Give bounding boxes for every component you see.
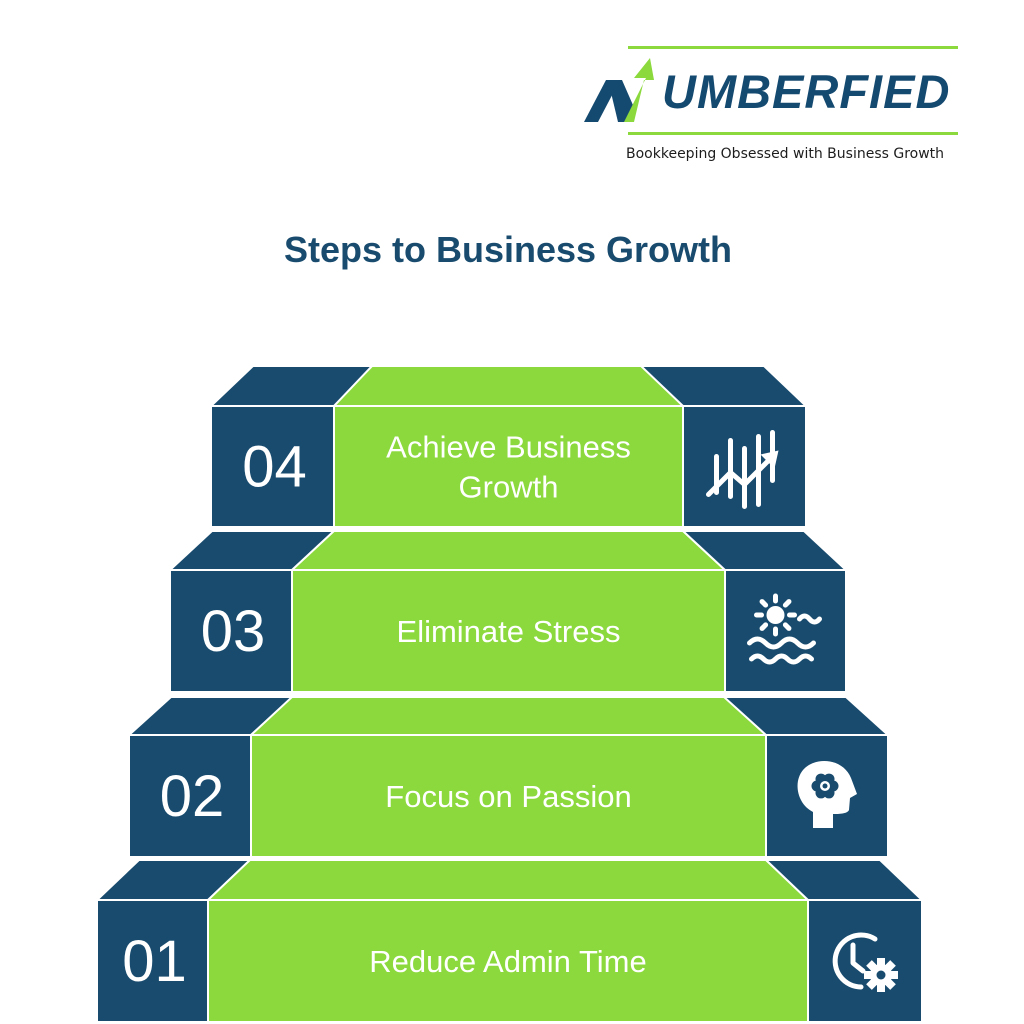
step-number: 04 xyxy=(242,435,307,500)
step-01: 01 Reduce Admin Time xyxy=(94,859,925,1023)
step-shape xyxy=(766,606,785,624)
step-center-tread xyxy=(205,859,811,901)
step-center-tread xyxy=(248,696,769,736)
step-shape xyxy=(782,622,792,631)
head-flower-icon xyxy=(797,760,857,828)
step-shape xyxy=(747,636,816,650)
step-shape xyxy=(759,599,769,608)
step-label-block xyxy=(333,405,684,528)
logo-n-arrow-icon xyxy=(584,58,654,122)
logo-tagline: Bookkeeping Obsessed with Business Growt… xyxy=(626,146,945,162)
step-number: 03 xyxy=(201,599,266,664)
growth-chart-icon xyxy=(706,430,779,509)
logo-top-rule xyxy=(628,46,958,49)
step-label: Achieve Business xyxy=(386,430,631,465)
step-icon-block xyxy=(807,899,923,1023)
step-shape xyxy=(782,599,792,608)
step-label-block xyxy=(291,569,726,693)
step-shape xyxy=(832,932,878,990)
step-number: 02 xyxy=(160,764,225,829)
step-shape xyxy=(706,456,773,497)
step-number-block xyxy=(169,569,293,693)
step-shape xyxy=(759,622,769,631)
step-shape xyxy=(797,613,822,625)
brand-logo: UMBERFIED Bookkeeping Obsessed with Busi… xyxy=(576,40,966,170)
step-label: Focus on Passion xyxy=(385,779,631,814)
step-shape xyxy=(850,942,866,974)
page-title: Steps to Business Growth xyxy=(283,229,733,270)
step-shape xyxy=(876,970,886,980)
step-label-block xyxy=(250,734,767,858)
step-label: Eliminate Stress xyxy=(397,614,621,649)
step-label: Growth xyxy=(459,470,559,505)
step-shape xyxy=(877,983,885,992)
logo-wordmark: UMBERFIED xyxy=(662,65,951,118)
clock-gear-icon xyxy=(832,932,898,992)
sun-waves-icon xyxy=(747,593,822,665)
step-label: Reduce Admin Time xyxy=(369,944,646,979)
step-shape xyxy=(822,783,828,789)
logo-bottom-rule xyxy=(628,132,958,135)
step-label-block xyxy=(207,899,809,1023)
step-shape xyxy=(749,653,814,665)
step-center-tread xyxy=(331,365,686,407)
step-number-block xyxy=(210,405,335,528)
step-icon-block xyxy=(724,569,847,693)
step-number: 01 xyxy=(122,929,187,994)
step-shape xyxy=(760,450,779,469)
step-center-tread xyxy=(289,530,728,571)
step-02: 02 Focus on Passion xyxy=(126,696,891,858)
step-shape xyxy=(877,958,885,967)
step-03: 03 Eliminate Stress xyxy=(167,530,849,693)
step-number-block xyxy=(96,899,209,1023)
